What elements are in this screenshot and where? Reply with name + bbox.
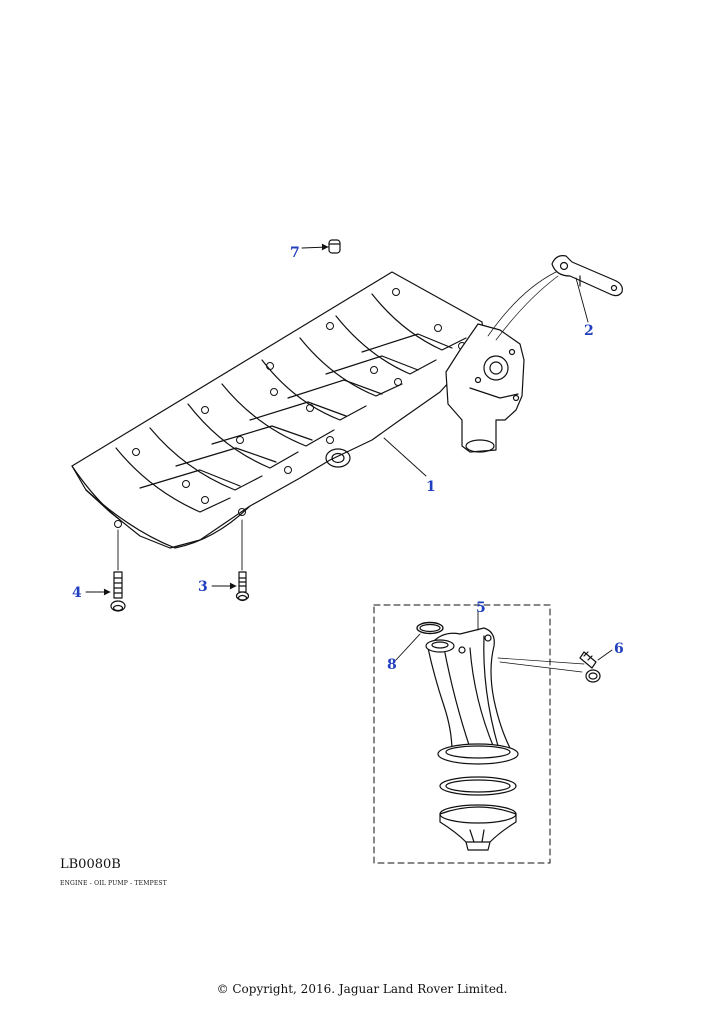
plug-part-7 — [301, 239, 341, 254]
callout-2: 2 — [584, 323, 594, 339]
callout-7: 7 — [290, 245, 300, 261]
bolt-part-4 — [85, 529, 126, 612]
windage-tray-part-1 — [71, 271, 525, 549]
callout-8: 8 — [387, 657, 397, 673]
callout-1: 1 — [426, 479, 436, 495]
bolt-part-3 — [211, 519, 250, 602]
oil-pickup-tube-part-5 — [425, 611, 519, 851]
o-ring-part-8 — [395, 621, 444, 661]
callout-3: 3 — [198, 579, 208, 595]
bracket-part-2 — [487, 255, 623, 341]
callout-4: 4 — [72, 585, 82, 601]
copyright-notice: © Copyright, 2016. Jaguar Land Rover Lim… — [216, 982, 508, 996]
callout-5: 5 — [476, 600, 486, 616]
callout-6: 6 — [614, 641, 624, 657]
diagram-code: LB0080B — [60, 857, 121, 872]
diagram-caption: ENGINE - OIL PUMP - TEMPEST — [60, 880, 167, 887]
bolt-part-6 — [497, 649, 613, 683]
oil-pickup-kit-box — [373, 604, 551, 864]
